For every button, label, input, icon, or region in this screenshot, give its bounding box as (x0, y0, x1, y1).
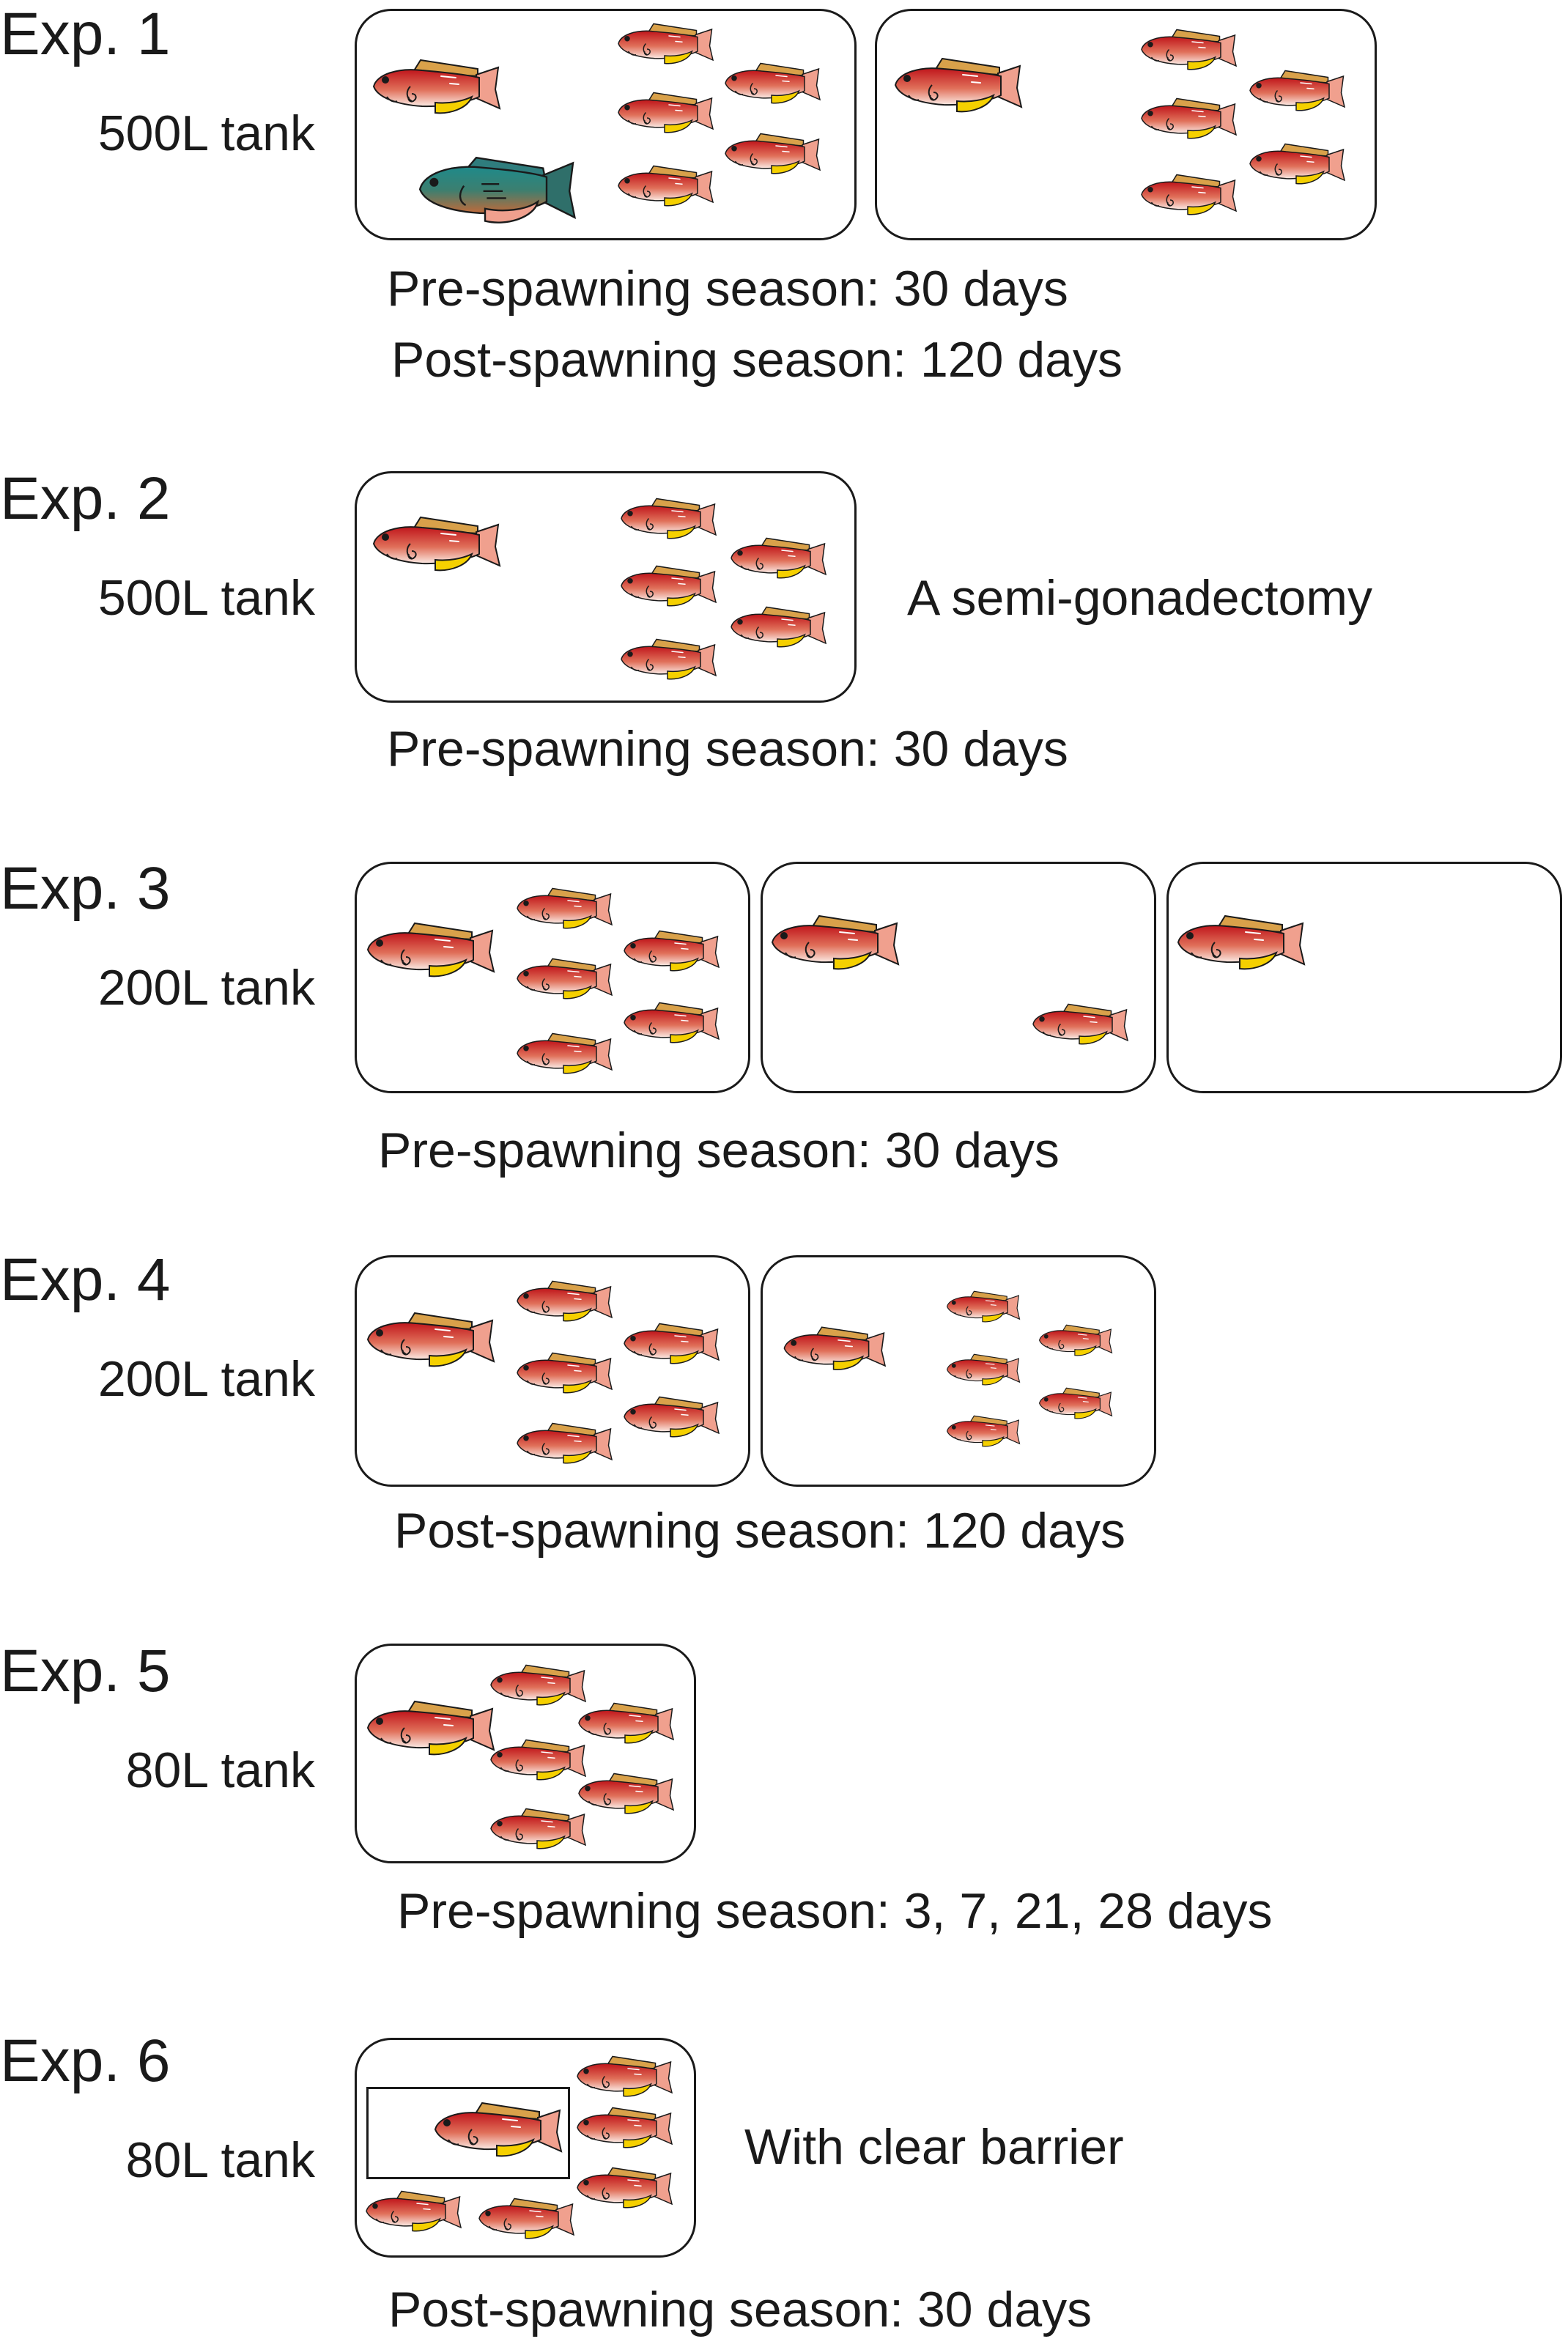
experiment-label: Exp. 4 (0, 1246, 171, 1313)
female-fish-icon (617, 632, 727, 687)
female-fish-icon (1246, 63, 1356, 118)
season-caption: Pre-spawning season: 3, 7, 21, 28 days (397, 1883, 1273, 1939)
female-fish-icon (475, 2191, 585, 2246)
female-fish-icon (573, 2100, 683, 2155)
tank (761, 862, 1156, 1093)
female-fish-icon (368, 507, 514, 580)
clear-barrier (366, 2087, 570, 2179)
female-fish-icon (614, 16, 724, 71)
experiment-label: Exp. 1 (0, 1, 171, 67)
experiment-label: Exp. 2 (0, 465, 171, 532)
female-fish-icon (513, 1026, 623, 1081)
female-fish-icon (721, 56, 831, 111)
season-caption: Pre-spawning season: 30 days (378, 1123, 1059, 1178)
experiment-label: Exp. 3 (0, 855, 171, 922)
female-fish-icon (620, 1316, 730, 1371)
female-fish-icon (362, 2184, 472, 2239)
female-fish-icon (513, 881, 623, 936)
tank-volume-label: 200L tank (97, 1351, 315, 1407)
tank (355, 471, 857, 703)
female-fish-icon (513, 951, 623, 1006)
female-fish-icon (1137, 91, 1247, 146)
experiment-label: Exp. 6 (0, 2028, 171, 2094)
female-fish-icon (617, 491, 727, 546)
female-fish-icon (620, 995, 730, 1050)
female-fish-icon (1137, 167, 1247, 222)
season-caption: Post-spawning season: 120 days (391, 332, 1123, 388)
female-fish-icon (944, 1410, 1028, 1452)
female-fish-icon (513, 1345, 623, 1400)
tank-volume-label: 200L tank (97, 960, 315, 1016)
season-caption: Post-spawning season: 120 days (394, 1503, 1125, 1559)
female-fish-icon (890, 48, 1036, 122)
male-fish-icon (415, 144, 591, 232)
female-fish-icon (721, 126, 831, 181)
female-fish-icon (1137, 22, 1247, 77)
tank-volume-label: 80L tank (125, 2132, 315, 2188)
experiment-label: Exp. 5 (0, 1638, 171, 1704)
female-fish-icon (727, 531, 837, 585)
tank-volume-label: 80L tank (125, 1742, 315, 1798)
female-fish-icon (1036, 1319, 1120, 1361)
season-caption: Pre-spawning season: 30 days (387, 721, 1068, 777)
female-fish-icon (766, 906, 913, 979)
tank-volume-label: 500L tank (97, 106, 315, 161)
treatment-note: With clear barrier (744, 2119, 1124, 2175)
female-fish-icon (487, 1801, 596, 1856)
female-fish-icon (614, 158, 724, 213)
treatment-note: A semi-gonadectomy (907, 570, 1372, 626)
female-fish-icon (573, 2160, 683, 2215)
tank-volume-label: 500L tank (97, 570, 315, 626)
female-fish-icon (614, 85, 724, 140)
female-fish-icon (1246, 136, 1356, 191)
female-fish-icon (617, 558, 727, 613)
female-fish-icon (1029, 997, 1139, 1051)
female-fish-icon (362, 913, 509, 986)
female-fish-icon (362, 1303, 509, 1376)
female-fish-icon (620, 1389, 730, 1444)
season-caption: Post-spawning season: 30 days (388, 2282, 1092, 2337)
tank (875, 9, 1377, 240)
female-fish-icon (944, 1348, 1028, 1391)
female-fish-icon (573, 2049, 683, 2104)
female-fish-icon (727, 599, 837, 654)
female-fish-icon (429, 2093, 576, 2166)
female-fish-icon (944, 1285, 1028, 1328)
female-fish-icon (513, 1416, 623, 1471)
female-fish-icon (780, 1319, 897, 1378)
female-fish-icon (620, 923, 730, 978)
tank (1166, 862, 1562, 1093)
season-caption: Pre-spawning season: 30 days (387, 261, 1068, 317)
female-fish-icon (513, 1274, 623, 1328)
female-fish-icon (1172, 906, 1319, 979)
female-fish-icon (1036, 1382, 1120, 1424)
female-fish-icon (368, 50, 514, 123)
